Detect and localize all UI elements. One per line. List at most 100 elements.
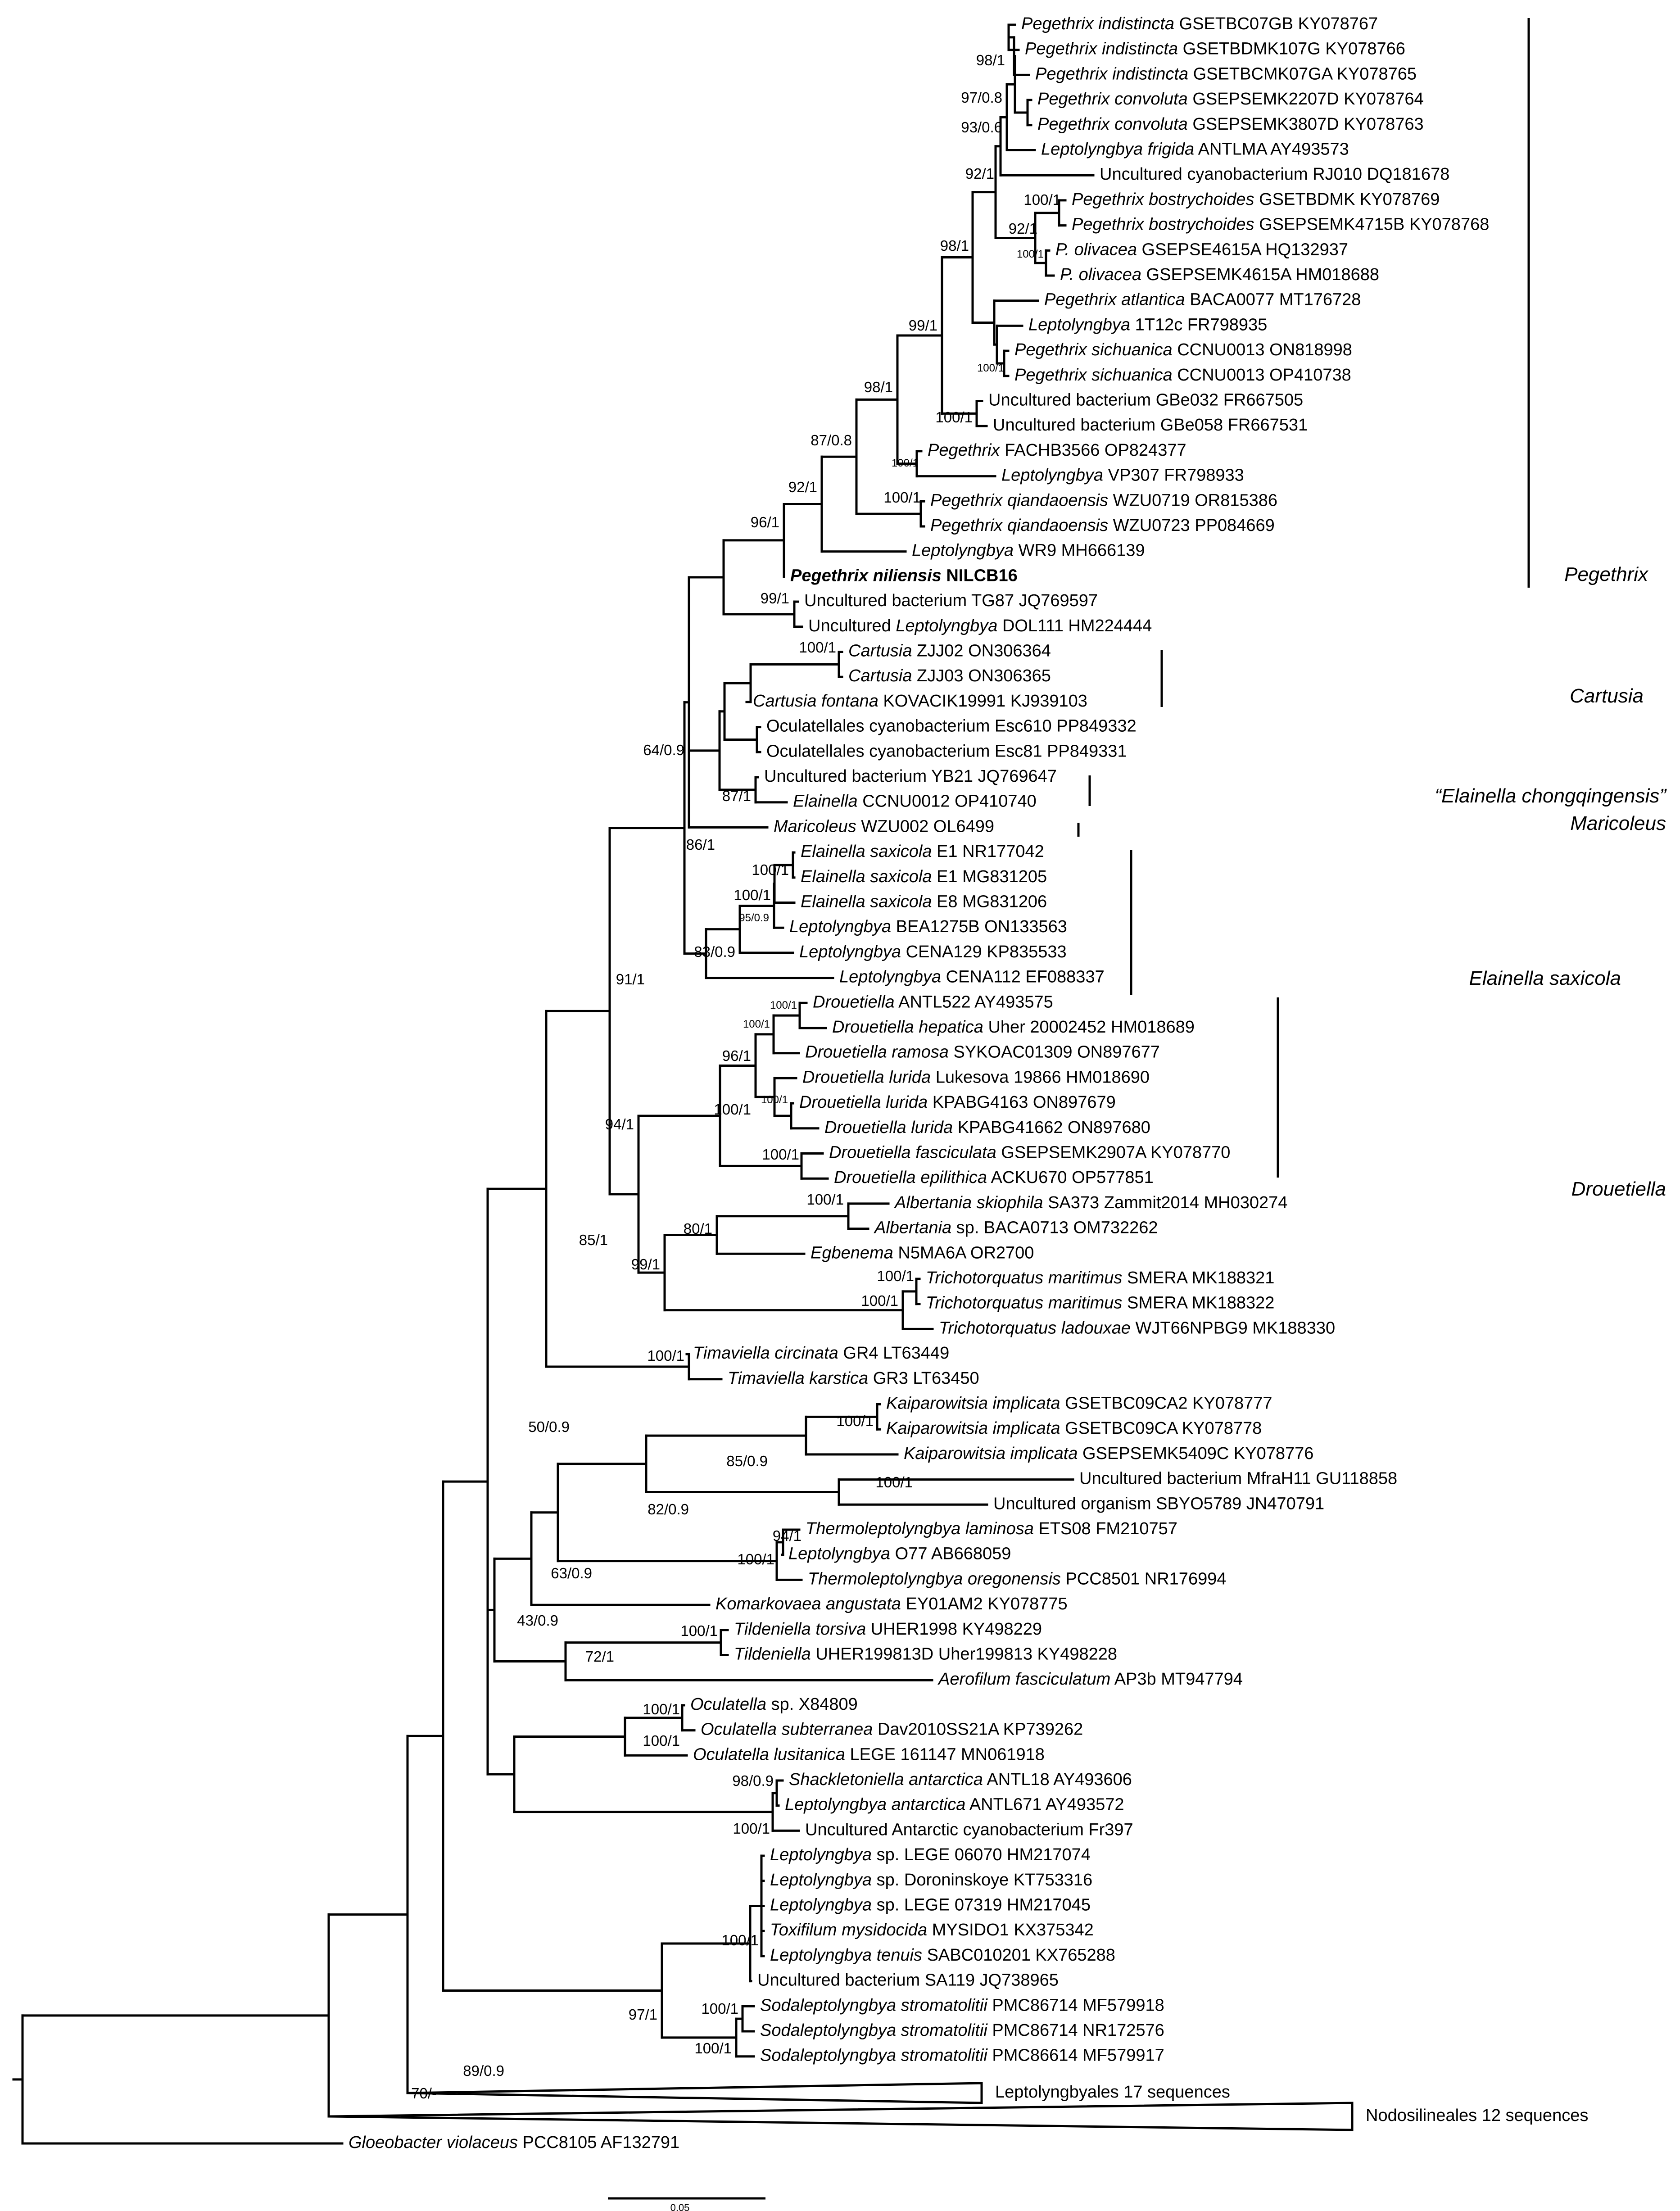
support-value: 97/0.8 bbox=[961, 89, 1002, 106]
tip-label: Elainella saxicola E8 MG831206 bbox=[801, 893, 1047, 911]
tip-label: Leptolyngbya sp. LEGE 07319 HM217045 bbox=[770, 1896, 1091, 1915]
support-value: 99/1 bbox=[761, 590, 789, 607]
tip-label: Egbenema N5MA6A OR2700 bbox=[811, 1243, 1034, 1262]
support-value: 91/1 bbox=[616, 971, 645, 988]
support-value: 100/1 bbox=[806, 1191, 844, 1208]
tip-label: Timaviella circinata GR4 LT63449 bbox=[693, 1344, 949, 1363]
support-value: 100/1 bbox=[721, 1932, 759, 1948]
support-value: 85/0.9 bbox=[726, 1453, 768, 1469]
tip-label: Leptolyngbya CENA129 KP835533 bbox=[799, 942, 1067, 961]
support-value: 98/1 bbox=[864, 379, 893, 395]
support-value: 96/1 bbox=[751, 514, 779, 530]
clade-label: Cartusia bbox=[1570, 685, 1644, 707]
tip-label: Uncultured bacterium YB21 JQ769647 bbox=[764, 767, 1057, 786]
tip-label: Trichotorquatus ladouxae WJT66NPBG9 MK18… bbox=[939, 1318, 1335, 1337]
collapsed-clades bbox=[328, 2082, 1354, 2131]
support-value: 43/0.9 bbox=[517, 1612, 558, 1629]
support-value: 63/0.9 bbox=[551, 1565, 592, 1581]
tip-label: Leptolyngbya O77 AB668059 bbox=[788, 1545, 1011, 1563]
support-value: 86/1 bbox=[686, 836, 715, 853]
tip-label: Timaviella karstica GR3 LT63450 bbox=[728, 1369, 979, 1388]
tip-label: Oculatella sp. X84809 bbox=[690, 1695, 858, 1714]
tip-label: Drouetiella lurida KPABG41662 ON897680 bbox=[824, 1118, 1150, 1137]
tip-label: Uncultured cyanobacterium RJ010 DQ181678 bbox=[1100, 165, 1449, 184]
tip-label: Komarkovaea angustata EY01AM2 KY078775 bbox=[715, 1595, 1068, 1613]
support-value: 87/0.8 bbox=[811, 432, 852, 449]
tip-label: Oculatella subterranea Dav2010SS21A KP73… bbox=[701, 1720, 1083, 1739]
tip-label: Tildeniella UHER199813D Uher199813 KY498… bbox=[734, 1645, 1117, 1664]
tip-label: Kaiparowitsia implicata GSETBC09CA2 KY07… bbox=[886, 1394, 1272, 1413]
tree-branches bbox=[12, 23, 1095, 2145]
tip-label: Drouetiella lurida KPABG4163 ON897679 bbox=[799, 1093, 1116, 1112]
tip-label: P. olivacea GSEPSEMK4615A HM018688 bbox=[1060, 265, 1379, 284]
collapsed-clade-leptolyngbyales bbox=[407, 2082, 983, 2104]
support-value: 98/1 bbox=[940, 237, 969, 254]
tip-label: Kaiparowitsia implicata GSETBC09CA KY078… bbox=[886, 1419, 1262, 1438]
tip-label: Aerofilum fasciculatum AP3b MT947794 bbox=[937, 1670, 1243, 1689]
tip-label: Pegethrix indistincta GSETBC07GB KY07876… bbox=[1021, 14, 1378, 33]
tip-label: Elainella saxicola E1 NR177042 bbox=[801, 842, 1044, 861]
support-value: 100/1 bbox=[680, 1622, 718, 1639]
support-value: 100/1 bbox=[836, 1413, 874, 1429]
tip-label: Toxifilum mysidocida MYSIDO1 KX375342 bbox=[770, 1921, 1094, 1939]
tip-label: Leptolyngbyales 17 sequences bbox=[995, 2083, 1230, 2102]
tip-label: Leptolyngbya VP307 FR798933 bbox=[1001, 466, 1244, 485]
tip-label: Pegethrix atlantica BACA0077 MT176728 bbox=[1044, 290, 1361, 309]
support-value: 93/0.6 bbox=[961, 119, 1002, 136]
tip-label: Trichotorquatus maritimus SMERA MK188321 bbox=[926, 1269, 1274, 1287]
tip-label: Drouetiella ANTL522 AY493575 bbox=[813, 992, 1053, 1011]
clade-label: Maricoleus bbox=[1570, 812, 1666, 834]
tip-label: Pegethrix indistincta GSETBCMK07GA KY078… bbox=[1035, 64, 1417, 83]
tip-label: Drouetiella ramosa SYKOAC01309 ON897677 bbox=[805, 1043, 1160, 1062]
tip-label: Elainella CCNU0012 OP410740 bbox=[793, 792, 1037, 811]
support-value: 97/1 bbox=[629, 2006, 657, 2023]
tip-label: Pegethrix bostrychoides GSETBDMK KY07876… bbox=[1072, 190, 1440, 209]
support-value: 87/1 bbox=[722, 788, 751, 804]
tip-label: Sodaleptolyngbya stromatolitii PMC86614 … bbox=[760, 2046, 1164, 2065]
support-value: 100/1 bbox=[752, 861, 789, 878]
support-value: 100/1 bbox=[701, 2000, 738, 2017]
support-value: 99/1 bbox=[909, 317, 937, 334]
tip-label: Maricoleus WZU002 OL6499 bbox=[774, 817, 994, 836]
tip-label: Pegethrix convoluta GSEPSEMK3807D KY0787… bbox=[1037, 115, 1424, 134]
tip-label: Uncultured bacterium TG87 JQ769597 bbox=[804, 591, 1098, 610]
tip-label: Pegethrix qiandaoensis WZU0719 OR815386 bbox=[930, 491, 1277, 510]
tip-label: Trichotorquatus maritimus SMERA MK188322 bbox=[926, 1294, 1274, 1313]
tip-label: Oculatellales cyanobacterium Esc610 PP84… bbox=[766, 717, 1137, 736]
support-value: 100/1 bbox=[875, 1474, 913, 1491]
support-value: 100/1 bbox=[714, 1101, 751, 1118]
support-value: 100/1 bbox=[861, 1292, 898, 1309]
clade-label: Elainella saxicola bbox=[1469, 967, 1621, 989]
support-value: 64/0.9 bbox=[643, 742, 684, 758]
tip-label: Pegethrix bostrychoides GSEPSEMK4715B KY… bbox=[1072, 215, 1489, 234]
tip-label: Pegethrix indistincta GSETBDMK107G KY078… bbox=[1025, 40, 1405, 59]
support-value: 89/0.9 bbox=[463, 2062, 504, 2079]
support-value: 100/1 bbox=[694, 2040, 732, 2057]
support-value: 100/1 bbox=[647, 1347, 684, 1364]
tip-label: Uncultured Antarctic cyanobacterium Fr39… bbox=[805, 1820, 1133, 1839]
tip-label: Pegethrix FACHB3566 OP824377 bbox=[928, 441, 1186, 460]
tip-labels: Pegethrix indistincta GSETBC07GB KY07876… bbox=[349, 14, 1588, 2152]
clade-label: “Elainella chongqingensis” bbox=[1435, 785, 1667, 807]
tip-label: Albertania skiophila SA373 Zammit2014 MH… bbox=[894, 1193, 1287, 1212]
support-value: 100/1 bbox=[1017, 248, 1044, 260]
support-value: 70/- bbox=[411, 2085, 437, 2102]
tip-label: Kaiparowitsia implicata GSEPSEMK5409C KY… bbox=[904, 1444, 1313, 1463]
tip-label: Uncultured bacterium GBe032 FR667505 bbox=[988, 391, 1303, 410]
support-value: 92/1 bbox=[788, 479, 817, 495]
tip-label: Leptolyngbya sp. LEGE 06070 HM217074 bbox=[770, 1845, 1091, 1864]
support-value: 82/0.9 bbox=[648, 1501, 689, 1518]
tip-label: Leptolyngbya WR9 MH666139 bbox=[912, 541, 1145, 560]
support-value: 99/1 bbox=[631, 1256, 660, 1273]
support-value: 100/1 bbox=[762, 1146, 799, 1163]
tip-label: Leptolyngbya CENA112 EF088337 bbox=[839, 968, 1105, 987]
support-value: 95/0.9 bbox=[739, 912, 769, 924]
support-value: 100/1 bbox=[892, 457, 919, 469]
support-value: 100/1 bbox=[734, 887, 771, 903]
tip-label: Albertania sp. BACA0713 OM732262 bbox=[874, 1219, 1158, 1237]
tip-label: Leptolyngbya tenuis SABC010201 KX765288 bbox=[770, 1946, 1115, 1965]
tip-label: Cartusia ZJJ02 ON306364 bbox=[848, 642, 1051, 661]
tip-label: Uncultured organism SBYO5789 JN470791 bbox=[993, 1494, 1324, 1513]
tip-label: Gloeobacter violaceus PCC8105 AF132791 bbox=[349, 2133, 679, 2152]
